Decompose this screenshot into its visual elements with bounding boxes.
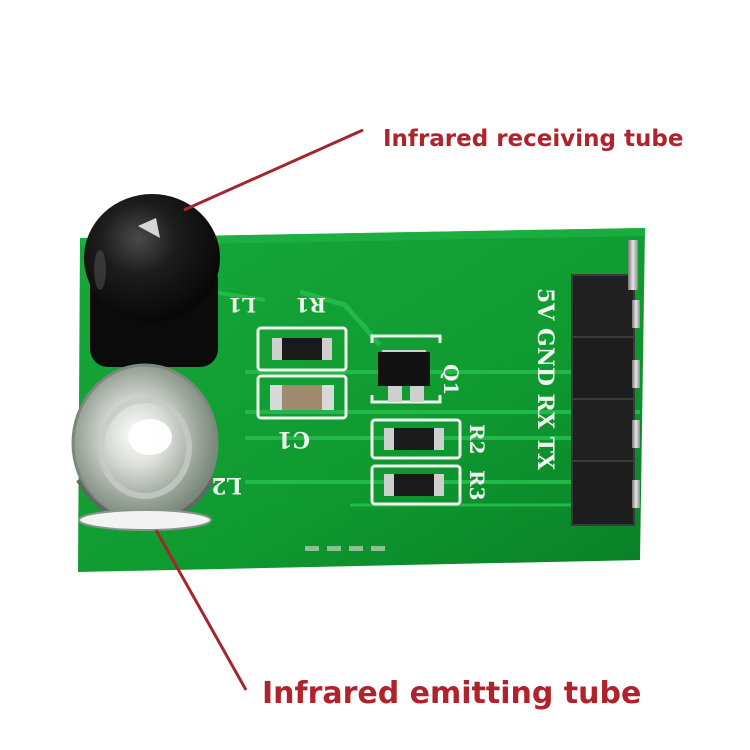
ir-receiver xyxy=(84,194,220,367)
silk-c1: C1 xyxy=(277,426,310,452)
silk-r3: R3 xyxy=(465,470,489,501)
emitter-leader-line xyxy=(154,529,248,691)
pin-header xyxy=(571,240,640,526)
q1-transistor xyxy=(378,350,430,402)
r2-resistor xyxy=(384,428,444,450)
receiving-tube-label: Infrared receiving tube xyxy=(383,126,684,152)
silk-l2: L2 xyxy=(211,472,242,498)
c1-capacitor xyxy=(270,385,334,410)
receiver-leader-line xyxy=(183,128,364,212)
silk-q1: Q1 xyxy=(439,364,463,395)
silk-l1: L1 xyxy=(228,293,256,317)
silk-r1: R1 xyxy=(295,293,326,317)
emitting-tube-label: Infrared emitting tube xyxy=(262,676,642,711)
r3-resistor xyxy=(384,474,444,496)
silk-pin-labels: 5V GND RX TX xyxy=(532,288,558,471)
board-edge-marks xyxy=(305,546,385,551)
ir-emitter xyxy=(71,363,219,531)
silk-r2: R2 xyxy=(465,424,489,455)
silkscreen-outlines xyxy=(256,326,462,506)
r1-resistor xyxy=(272,338,332,360)
